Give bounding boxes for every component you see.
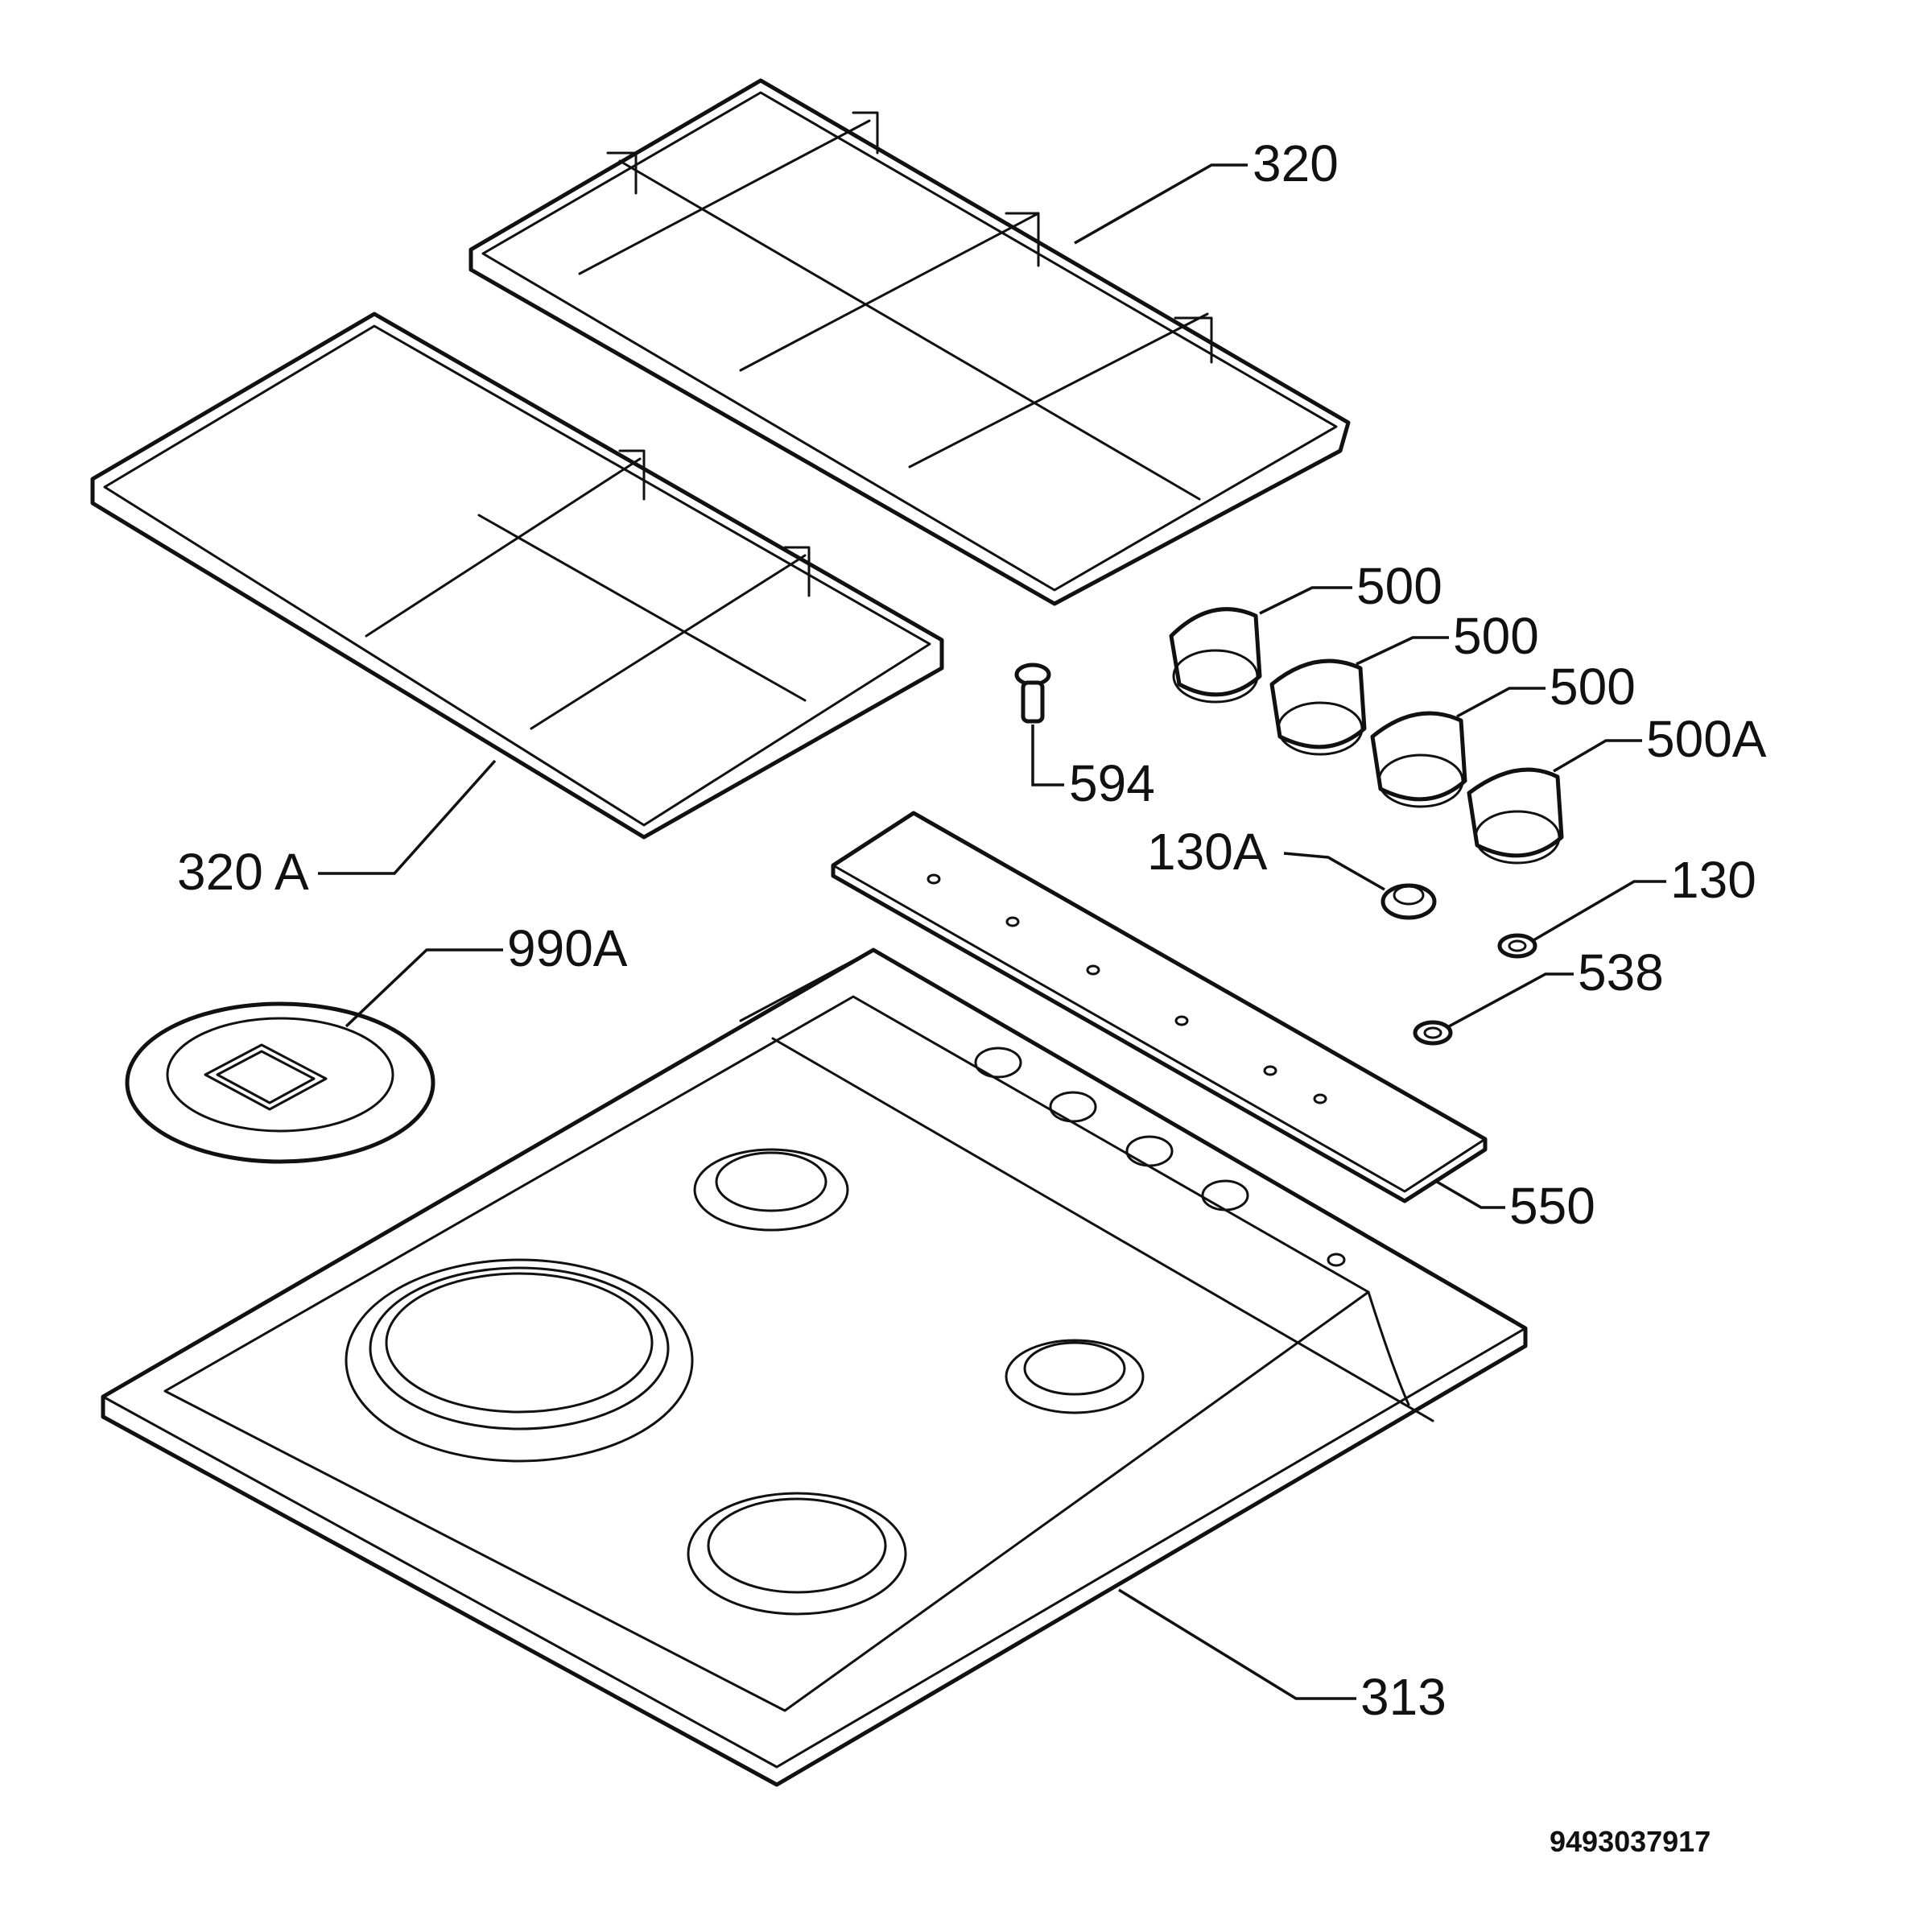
pan-support-320 bbox=[468, 78, 1351, 606]
callout-594: 594 bbox=[1069, 754, 1155, 812]
control-panel-550 bbox=[831, 811, 1488, 1203]
callout-labels: 320 320 A 500 500 500 500A 594 130A 130 … bbox=[177, 134, 1767, 1858]
knob-500-3 bbox=[1370, 711, 1467, 808]
knob-500a bbox=[1467, 767, 1564, 865]
screw-594 bbox=[1014, 663, 1051, 724]
callout-500-3: 500 bbox=[1550, 658, 1636, 716]
hob-top-313 bbox=[101, 947, 1528, 1787]
callout-500-1: 500 bbox=[1356, 557, 1442, 615]
callout-313: 313 bbox=[1360, 1668, 1447, 1726]
callout-320: 320 bbox=[1253, 134, 1339, 192]
grommet-130a bbox=[1381, 883, 1437, 920]
burner-cap-990a bbox=[125, 1001, 435, 1164]
callout-320a: 320 A bbox=[177, 843, 309, 901]
leader-lines bbox=[318, 163, 1666, 1700]
callout-990a: 990A bbox=[507, 919, 628, 977]
callout-130a: 130A bbox=[1147, 823, 1268, 881]
callout-538: 538 bbox=[1578, 943, 1664, 1001]
drawing-number: 9493037917 bbox=[1550, 1825, 1711, 1858]
washer-130 bbox=[1497, 933, 1537, 959]
knob-500-2 bbox=[1269, 658, 1367, 756]
pan-support-320a bbox=[90, 312, 944, 840]
callout-500a: 500A bbox=[1646, 710, 1767, 768]
callout-550: 550 bbox=[1509, 1177, 1595, 1235]
washer-538 bbox=[1413, 1020, 1453, 1046]
callout-500-2: 500 bbox=[1453, 607, 1539, 665]
callout-130: 130 bbox=[1670, 851, 1756, 909]
knob-500-1 bbox=[1169, 607, 1262, 704]
